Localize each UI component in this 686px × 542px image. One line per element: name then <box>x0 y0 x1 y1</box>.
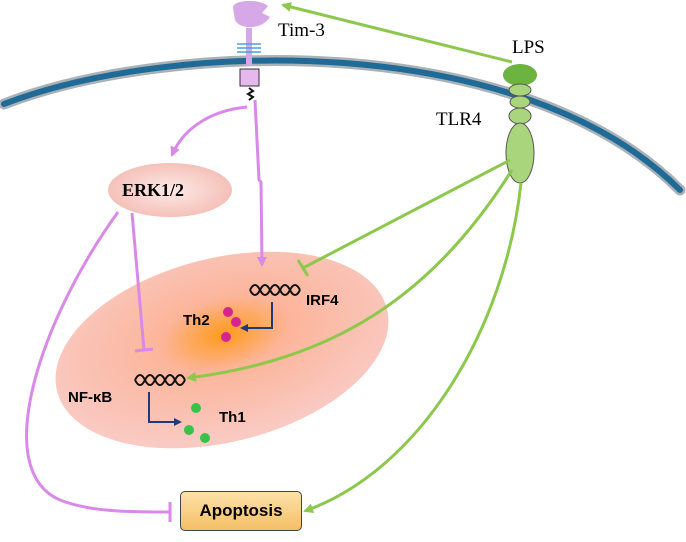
tim3-label: Tim-3 <box>278 20 325 41</box>
th2-label: Th2 <box>183 312 210 329</box>
lps-to-tim3-arrow <box>281 2 513 64</box>
tim3-to-irf4-arrow <box>253 99 267 267</box>
irf4-expression-arrow <box>240 302 273 332</box>
nfkb-expression-arrow <box>148 392 182 426</box>
tlr4-to-nfkb-arrow <box>186 169 514 382</box>
tlr4-to-apoptosis-arrow <box>303 182 523 514</box>
irf4-dna <box>249 284 301 296</box>
tlr4-receptor <box>503 64 537 184</box>
tim3-receptor <box>232 0 270 101</box>
erk-label: ERK1/2 <box>122 180 185 200</box>
apoptosis-box: Apoptosis <box>180 491 302 531</box>
nucleus <box>55 251 389 449</box>
th1-label: Th1 <box>219 409 246 426</box>
apoptosis-label: Apoptosis <box>199 501 283 520</box>
erk-inhibits-nfkb <box>130 212 146 351</box>
erk-inhibits-apoptosis <box>25 211 171 514</box>
lps-label: LPS <box>512 37 545 58</box>
tlr4-label: TLR4 <box>436 109 482 130</box>
tlr4-inhibits-irf4 <box>302 158 511 270</box>
nfkb-dna <box>134 374 186 386</box>
erk-node <box>108 163 232 217</box>
irf4-label: IRF4 <box>306 292 339 309</box>
cell-membrane <box>0 55 686 196</box>
nfkb-label: NF-κB <box>68 389 113 406</box>
th1-dots <box>184 403 210 443</box>
tim3-to-erk-arrow <box>170 105 248 157</box>
th2-dots <box>221 307 241 342</box>
